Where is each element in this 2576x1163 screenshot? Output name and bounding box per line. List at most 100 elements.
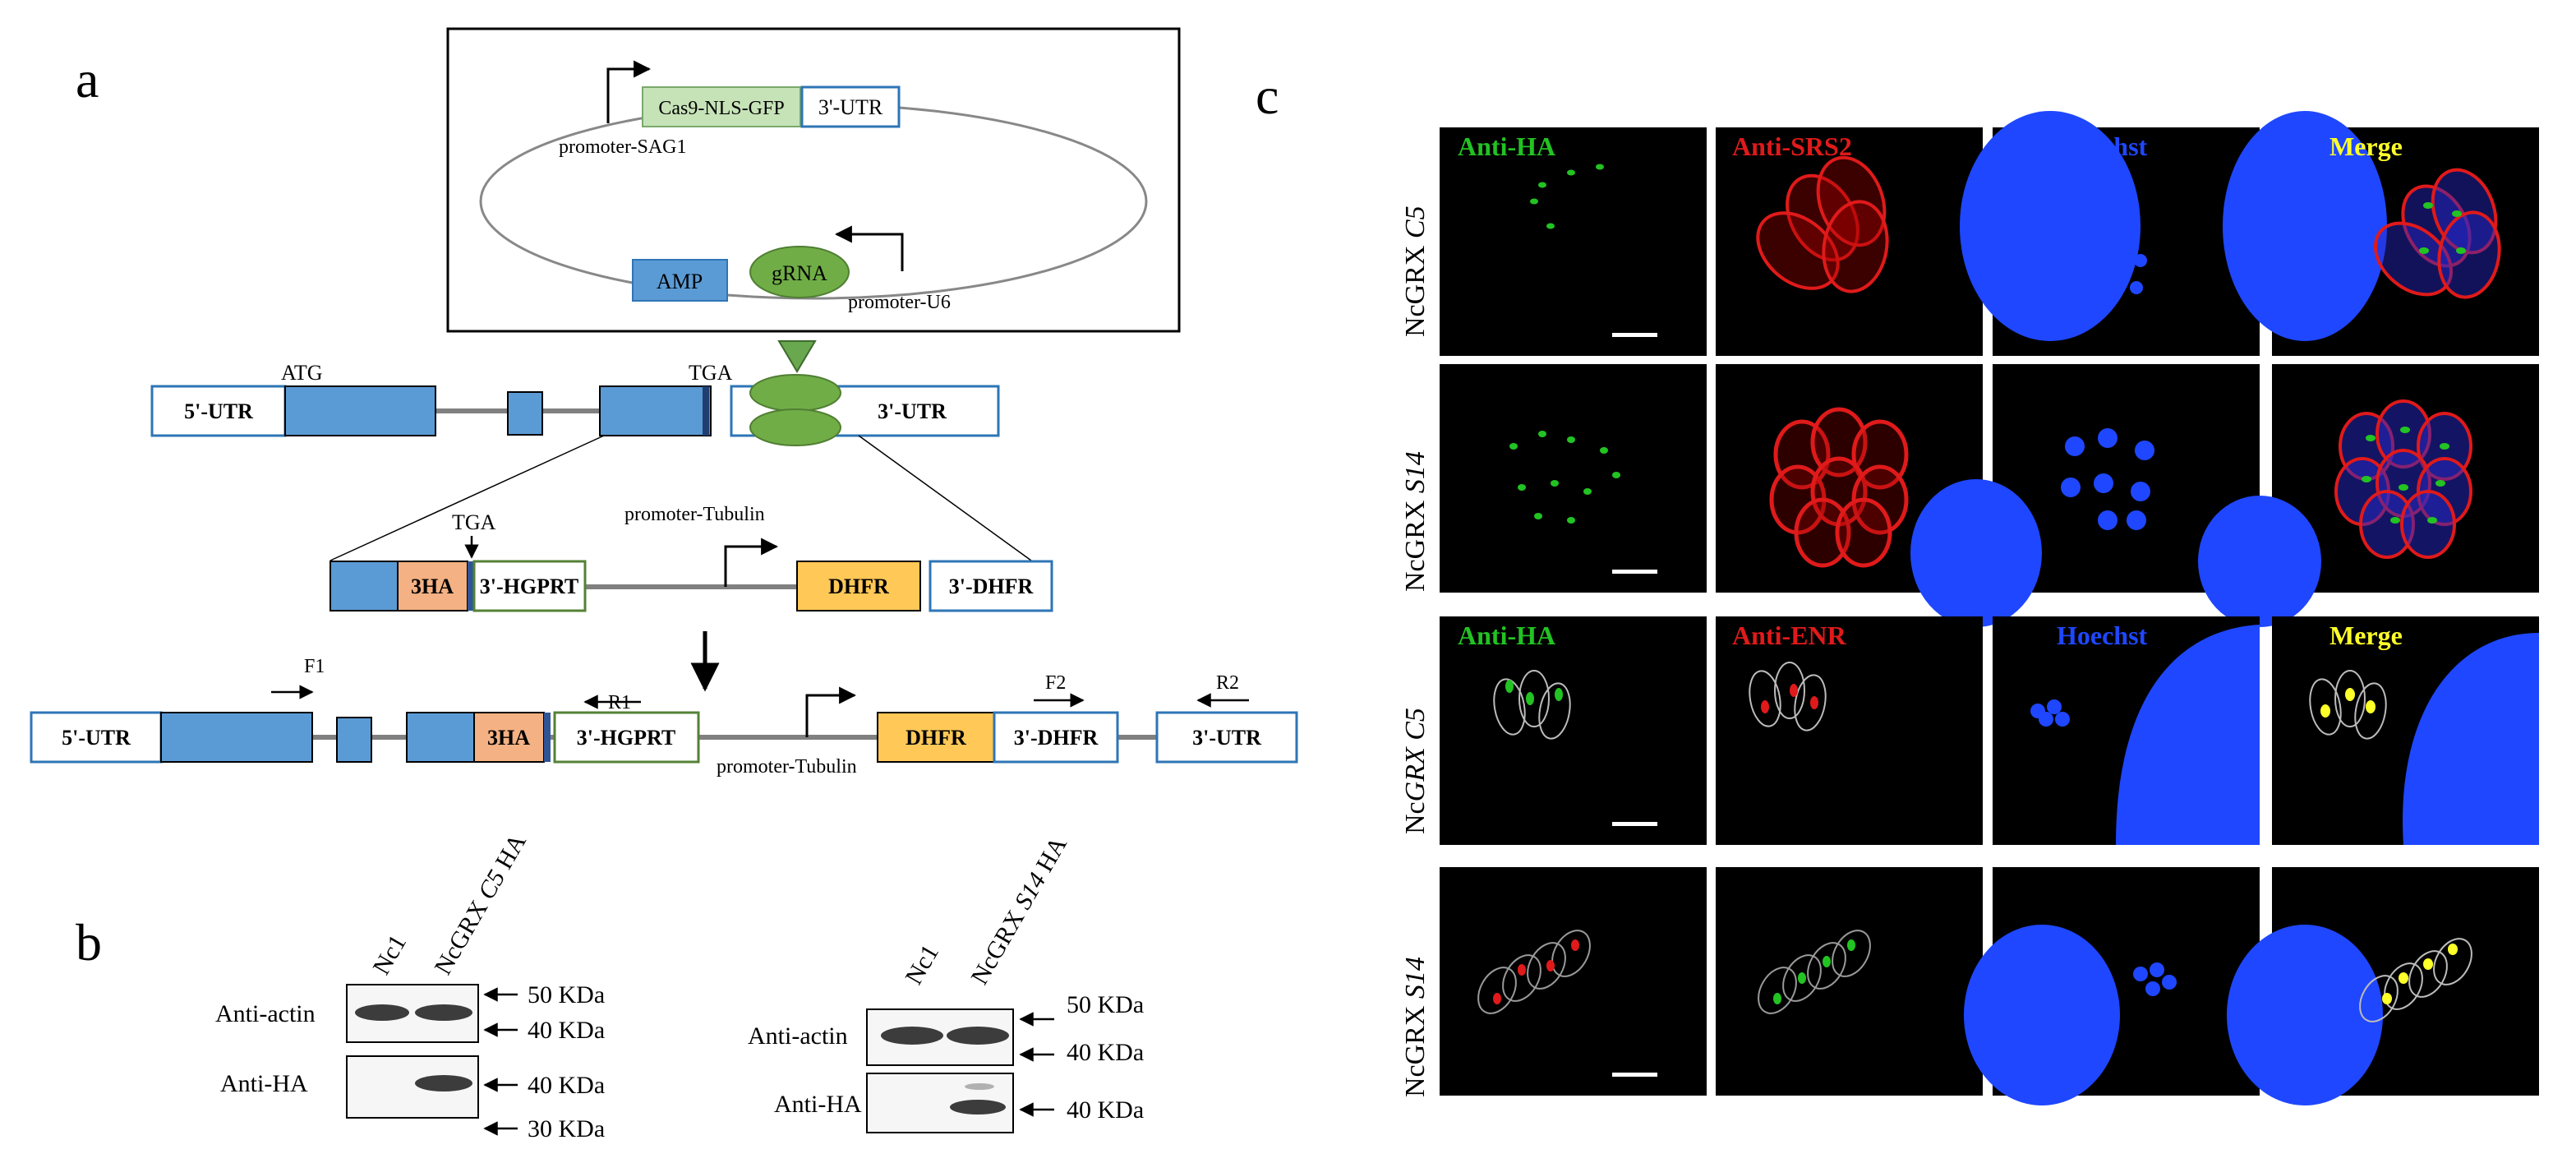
micrograph-background <box>1440 616 1707 845</box>
colocalized-spot <box>2366 700 2376 713</box>
merge-outline <box>2400 490 2456 559</box>
endogenous-locus: 5'-UTR ATG TGA 3'-UTR <box>150 361 1000 446</box>
parasite-nucleus <box>2093 281 2106 294</box>
signal-spot <box>1518 964 1526 976</box>
amp-box <box>632 259 728 302</box>
parasite-outline <box>2334 670 2366 727</box>
merge-spot <box>2452 210 2462 217</box>
apicoplast-spot <box>1538 431 1546 437</box>
host-nucleus <box>1910 479 2042 627</box>
blot-right-ha-label: Anti-HA <box>774 1091 862 1118</box>
parasite-nucleus <box>2094 473 2113 493</box>
micrograph-background <box>1440 364 1707 593</box>
blot-left-marker-50: 50 KDa <box>528 981 605 1008</box>
panel-letter-a: a <box>76 50 99 108</box>
r2-label: R2 <box>1216 672 1239 694</box>
scale-bar <box>1612 333 1657 337</box>
parasite-nucleus <box>2133 967 2148 981</box>
panel-a: a Cas9-NLS-GFP 3'-UTR promoter-SAG1 AMP … <box>30 27 1298 778</box>
locus-utr5-label: 5'-UTR <box>184 399 253 423</box>
micrograph-r4-c4 <box>2227 867 2539 1105</box>
modified-dhfr-label: DHFR <box>906 726 966 750</box>
parasite-nucleus <box>2047 699 2062 714</box>
apicoplast-spot <box>1567 436 1575 443</box>
channel-label-r1-c3: Hoechst <box>2057 132 2148 161</box>
channel-label-r1-c4: Merge <box>2329 132 2403 161</box>
f1-label: F1 <box>304 656 325 677</box>
channel-label-r1-c1: Anti-HA <box>1458 132 1555 161</box>
host-nucleus <box>2227 925 2383 1105</box>
apicoplast-spot <box>1555 688 1563 701</box>
merge-spot <box>2366 435 2376 441</box>
parasite-nucleus <box>2061 478 2081 497</box>
blot-left-ha-label: Anti-HA <box>220 1070 308 1097</box>
blot-left-ha-band <box>415 1075 472 1091</box>
micrograph-background <box>1440 127 1707 356</box>
modified-ha-box <box>473 712 545 763</box>
micrograph-r3-c3 <box>1993 616 2260 845</box>
parasite-outline <box>1527 942 1566 990</box>
donor-stop-marker <box>468 561 474 611</box>
host-nucleus <box>1964 925 2120 1105</box>
parasite-outline <box>1832 930 1871 977</box>
plasmid-frame <box>446 27 1181 333</box>
modified-dhfr-box <box>877 712 995 763</box>
blot-left-lane1-label: Nc1 <box>367 930 412 980</box>
modified-utr3-label: 3'-UTR <box>1192 726 1261 750</box>
micrograph-r1-c4 <box>2223 111 2539 356</box>
apicoplast-spot <box>1600 447 1608 454</box>
zoom-line-right <box>858 435 1032 561</box>
amp-label: AMP <box>657 270 703 293</box>
blot-left-actin-label: Anti-actin <box>215 1000 316 1027</box>
micrograph-r2-c4 <box>2198 364 2539 627</box>
parasite-nucleus <box>2117 244 2131 257</box>
parasite-outline <box>2408 950 2448 998</box>
apicoplast-spot <box>1546 223 1555 229</box>
micrograph-r1-c1 <box>1440 127 1707 356</box>
panel-b: b Nc1 NcGRX C5 HA Anti-actin Anti-HA 50 … <box>76 829 1144 1142</box>
apicoplast-spot <box>1567 169 1575 176</box>
panel-c: c NcGRX C5 NcGRX S14 NcGRX C5 NcGRX S14 … <box>1256 67 2539 1105</box>
merge-spot <box>2440 443 2449 450</box>
row-label-1: NcGRX C5 <box>1400 205 1431 337</box>
donor-tga-label: TGA <box>452 510 496 534</box>
colocalized-spot <box>2345 688 2355 701</box>
blot-right-marker-40a: 40 KDa <box>1067 1039 1144 1066</box>
channel-label-r3-c4: Merge <box>2329 621 2403 650</box>
colocalized-spot <box>2423 958 2433 970</box>
host-nucleus <box>2403 633 2539 845</box>
micrograph-r1-c3 <box>1960 111 2260 356</box>
parasite-nucleus <box>2145 981 2160 996</box>
merge-spot <box>2427 517 2437 524</box>
cas9-box <box>642 86 801 127</box>
micrograph-r4-c3 <box>1964 867 2260 1105</box>
parasite-nucleus <box>2135 441 2154 460</box>
blot-right-actin-band-1 <box>881 1027 943 1045</box>
apicoplast-spot <box>1612 472 1620 478</box>
modified-promoter-arrow <box>805 686 857 737</box>
grna-label: gRNA <box>772 261 827 285</box>
donor-dhfr-box <box>796 561 921 611</box>
parasite-outline <box>1538 682 1571 740</box>
scale-bar <box>1612 570 1657 574</box>
apicoplast-spot <box>1567 517 1575 524</box>
locus-utr3-label: 3'-UTR <box>878 399 947 423</box>
blot-right-ha-faint-band <box>965 1083 994 1090</box>
donor-construct: 3HA TGA 3'-HGPRT promoter-Tubulin DHFR 3… <box>329 504 1053 612</box>
signal-spot <box>1773 993 1781 1004</box>
merge-outline <box>2437 210 2501 299</box>
enr-spot <box>1790 684 1798 697</box>
enr-spot <box>1810 696 1818 709</box>
blot-right: Nc1 NcGRX S14 HA Anti-actin Anti-HA 50 K… <box>748 832 1144 1133</box>
apicoplast-spot <box>1551 480 1559 487</box>
modified-promoter-label: promoter-Tubulin <box>717 756 857 778</box>
parasite-outline <box>1782 954 1822 1002</box>
channel-label-r3-c2: Anti-ENR <box>1732 621 1847 650</box>
apicoplast-spot <box>1538 182 1546 188</box>
blot-right-lane2-label: NcGRX S14 HA <box>965 832 1072 989</box>
channel-label-r1-c2: Anti-SRS2 <box>1732 132 1852 161</box>
blot-right-ha-band <box>950 1100 1006 1115</box>
cas9-lobe-bottom <box>749 408 841 446</box>
